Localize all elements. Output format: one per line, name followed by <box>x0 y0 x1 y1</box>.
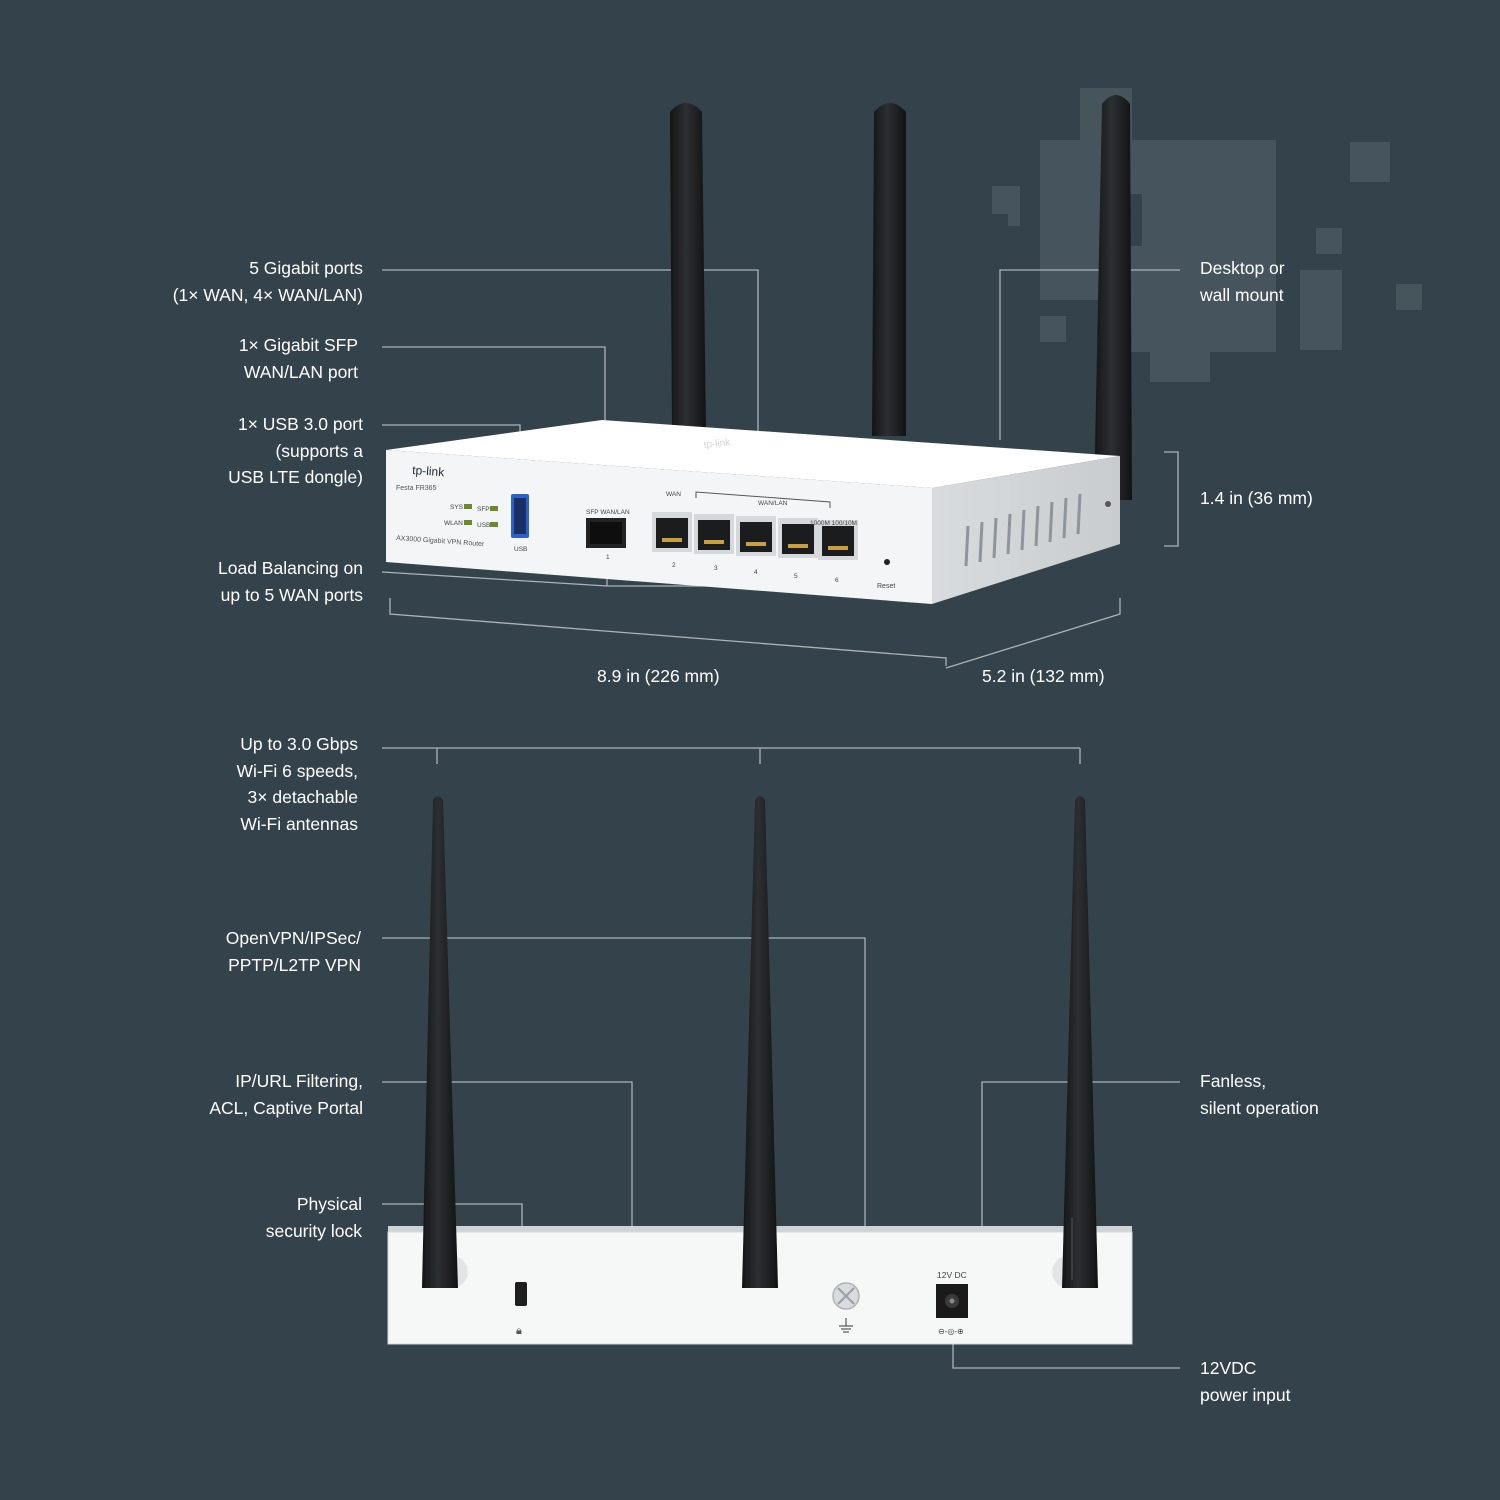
label-depth: 5.2 in (132 mm) <box>982 666 1105 686</box>
wan-label: WAN <box>666 491 681 498</box>
lock-icon: 🔒︎ <box>516 1325 522 1337</box>
sfp-number: 1 <box>606 554 610 561</box>
label-height: 1.4 in (36 mm) <box>1200 488 1313 508</box>
port-5: 5 <box>794 573 798 580</box>
led-usb: USB <box>477 522 490 529</box>
port-4: 4 <box>754 569 758 576</box>
led-wlan: WLAN <box>444 520 463 527</box>
front-brand: tp-link <box>412 463 446 479</box>
wanlan-label: WAN/LAN <box>758 500 788 507</box>
front-model: Festa FR365 <box>396 485 437 492</box>
label-vpn: OpenVPN/IPSec/PPTP/L2TP VPN <box>225 928 361 975</box>
label-fanless: Fanless,silent operation <box>1200 1071 1319 1118</box>
label-gigabit-ports: 5 Gigabit ports(1× WAN, 4× WAN/LAN) <box>172 258 363 305</box>
dc-label: 12V DC <box>937 1270 967 1280</box>
background-pattern <box>992 88 1422 382</box>
usb-label: USB <box>514 546 527 553</box>
led-sys: SYS <box>450 504 464 511</box>
label-filtering: IP/URL Filtering,ACL, Captive Portal <box>209 1071 363 1118</box>
top-antennas <box>670 95 1132 500</box>
top-logo: tp-link <box>703 437 732 451</box>
port-2: 2 <box>672 562 676 569</box>
port-6: 6 <box>835 577 839 584</box>
top-router-body: tp-link Festa FR365 AX3000 Gigabit VPN R… <box>386 420 1120 604</box>
sfp-label: SFP WAN/LAN <box>586 509 630 516</box>
port-3: 3 <box>714 565 718 572</box>
led-sfp: SFP <box>477 506 490 513</box>
reset-label: Reset <box>877 583 895 590</box>
ethernet-ports <box>652 512 858 560</box>
label-width: 8.9 in (226 mm) <box>597 666 720 686</box>
rear-antennas <box>422 796 1098 1288</box>
speed-label: 1000M 100/10M <box>810 520 857 527</box>
dc-polarity-icon: ⊖-◎-⊕ <box>938 1327 964 1336</box>
ground-icon <box>839 1318 853 1333</box>
